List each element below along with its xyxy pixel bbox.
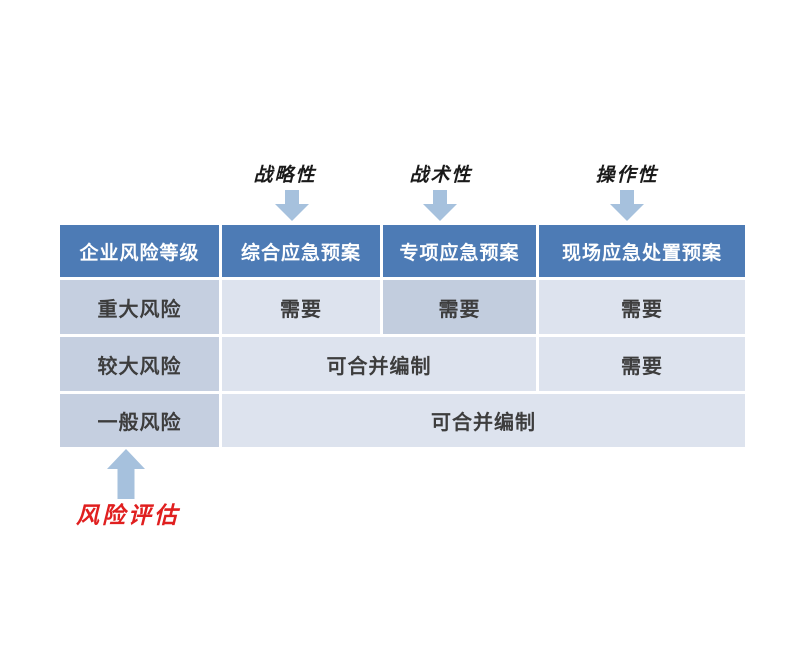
row-label-general-risk: 一般风险 <box>60 394 219 447</box>
row-label-major-risk: 重大风险 <box>60 280 219 334</box>
cell-major-comprehensive: 需要 <box>222 280 380 334</box>
cell-major-special: 需要 <box>383 280 536 334</box>
down-arrow-icon <box>423 190 457 221</box>
header-comprehensive-plan: 综合应急预案 <box>222 225 380 277</box>
label-risk-assessment: 风险评估 <box>76 502 180 529</box>
down-arrow-icon <box>275 190 309 221</box>
cell-general-merged: 可合并编制 <box>222 394 745 447</box>
cell-larger-onsite: 需要 <box>539 337 745 391</box>
down-arrow-icon <box>610 190 644 221</box>
risk-plan-table: 企业风险等级 综合应急预案 专项应急预案 现场应急处置预案 重大风险 需要 需要… <box>60 225 745 447</box>
row-label-larger-risk: 较大风险 <box>60 337 219 391</box>
label-strategic: 战略性 <box>253 164 317 186</box>
header-onsite-plan: 现场应急处置预案 <box>539 225 745 277</box>
header-special-plan: 专项应急预案 <box>383 225 536 277</box>
label-tactical: 战术性 <box>409 164 473 186</box>
up-arrow-icon <box>107 449 145 499</box>
header-risk-level: 企业风险等级 <box>60 225 219 277</box>
cell-major-onsite: 需要 <box>539 280 745 334</box>
cell-larger-merged: 可合并编制 <box>222 337 536 391</box>
label-operational: 操作性 <box>595 164 659 186</box>
